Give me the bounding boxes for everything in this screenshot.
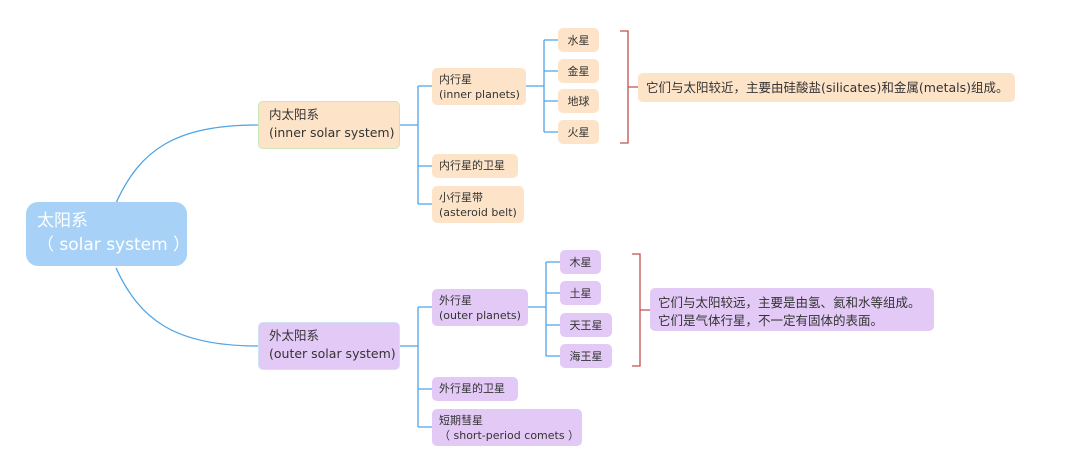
root-subtitle: （ solar system ）	[37, 235, 187, 255]
outer-bracket	[632, 253, 650, 367]
inner-planets-node[interactable]: 内行星 (inner planets)	[432, 68, 526, 105]
link-outer-planets	[528, 261, 560, 357]
planet-saturn[interactable]: 土星	[560, 281, 601, 305]
planet-venus[interactable]: 金星	[558, 59, 599, 83]
inner-planets-subtitle: (inner planets)	[439, 88, 520, 101]
link-inner-children	[400, 85, 432, 205]
planet-neptune[interactable]: 海王星	[560, 344, 612, 368]
outer-solar-system-node[interactable]: 外太阳系 (outer solar system)	[258, 322, 400, 370]
outer-subtitle: (outer solar system)	[269, 346, 396, 361]
outer-note[interactable]: 它们与太阳较远，主要是由氢、氦和水等组成。 它们是气体行星，不一定有固体的表面。	[650, 288, 934, 331]
asteroid-subtitle: (asteroid belt)	[439, 206, 517, 219]
root-title: 太阳系	[37, 211, 88, 231]
asteroid-title: 小行星带	[439, 191, 483, 204]
root-node[interactable]: 太阳系 （ solar system ）	[26, 202, 187, 266]
short-period-comets-node[interactable]: 短期彗星 （ short-period comets ）	[432, 409, 582, 446]
inner-note[interactable]: 它们与太阳较近，主要由硅酸盐(silicates)和金属(metals)组成。	[638, 73, 1015, 102]
outer-planets-subtitle: (outer planets)	[439, 309, 521, 322]
planet-uranus[interactable]: 天王星	[560, 313, 612, 337]
outer-note-line2: 它们是气体行星，不一定有固体的表面。	[658, 313, 884, 328]
inner-bracket	[620, 30, 638, 144]
comets-title: 短期彗星	[439, 414, 483, 427]
link-inner-planets	[526, 39, 558, 133]
outer-planets-title: 外行星	[439, 294, 472, 307]
link-outer-children	[400, 306, 432, 428]
inner-subtitle: (inner solar system)	[269, 125, 395, 140]
outer-planets-node[interactable]: 外行星 (outer planets)	[432, 289, 528, 326]
planet-mercury[interactable]: 水星	[558, 28, 599, 52]
inner-moons-node[interactable]: 内行星的卫星	[432, 154, 518, 178]
planet-jupiter[interactable]: 木星	[560, 250, 601, 274]
asteroid-belt-node[interactable]: 小行星带 (asteroid belt)	[432, 186, 524, 223]
comets-subtitle: （ short-period comets ）	[439, 429, 580, 442]
link-root-inner	[115, 124, 259, 204]
inner-planets-title: 内行星	[439, 73, 472, 86]
inner-solar-system-node[interactable]: 内太阳系 (inner solar system)	[258, 101, 400, 149]
outer-title: 外太阳系	[269, 328, 320, 343]
inner-note-text: 它们与太阳较近，主要由硅酸盐(silicates)和金属(metals)组成。	[646, 80, 1009, 95]
inner-title: 内太阳系	[269, 107, 320, 122]
outer-moons-node[interactable]: 外行星的卫星	[432, 377, 518, 401]
planet-earth[interactable]: 地球	[558, 89, 599, 113]
link-root-outer	[115, 267, 259, 347]
outer-note-line1: 它们与太阳较远，主要是由氢、氦和水等组成。	[658, 295, 921, 310]
planet-mars[interactable]: 火星	[558, 120, 599, 144]
